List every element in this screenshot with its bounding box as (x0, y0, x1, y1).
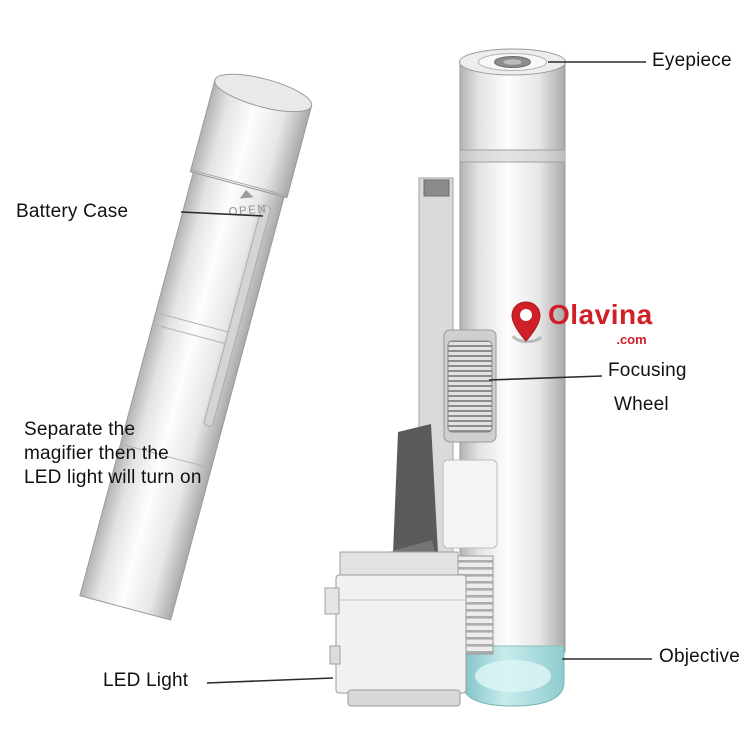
led-base-housing (324, 551, 467, 707)
focusing-wheel-leader-line (488, 375, 603, 381)
base-foot (347, 689, 461, 707)
brand-watermark: Olavina .com (508, 300, 653, 347)
instruction-note-line1: Separate the (24, 419, 136, 440)
leader-lines (180, 61, 652, 684)
objective-glass (461, 645, 565, 707)
open-arrow-icon (239, 189, 254, 199)
focusing-wheel-label-line2: Wheel (614, 394, 669, 415)
instruction-note-line2: magifier then the (24, 443, 169, 464)
focusing-wheel (443, 329, 497, 443)
led-light-leader-line (206, 677, 334, 684)
objective-lens (475, 660, 551, 692)
instruction-note-line3: LED light will turn on (24, 467, 202, 488)
location-pin-icon (511, 301, 543, 344)
battery-cap (189, 73, 313, 199)
focusing-wheel-knurl (447, 340, 493, 433)
objective-label: Objective (659, 646, 741, 667)
led-light-label: LED Light (103, 670, 189, 691)
hinge-shadow (392, 424, 439, 578)
instruction-note: Separate the magifier then the LED light… (24, 418, 202, 490)
side-plate (442, 459, 498, 549)
base-latch (324, 587, 340, 615)
eyepiece-label: Eyepiece (652, 50, 732, 71)
focusing-wheel-label-line1: Focusing (608, 360, 687, 381)
main-tube (459, 48, 566, 707)
brand-name: Olavina (548, 299, 653, 330)
battery-case-leader-line (180, 211, 264, 217)
tube-groove (203, 204, 271, 427)
battery-tube: OPEN (79, 73, 313, 621)
battery-case-label: Battery Case (16, 201, 129, 222)
eyepiece-top (459, 48, 566, 76)
base-pin (329, 645, 341, 665)
brand-suffix: .com (616, 332, 647, 347)
battery-tube-body (79, 171, 285, 621)
tube-seam-band (460, 150, 565, 162)
